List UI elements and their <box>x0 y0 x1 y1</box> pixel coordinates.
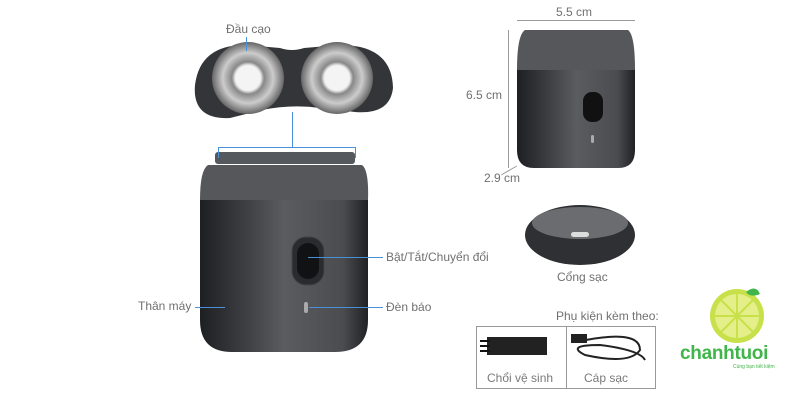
cable-image <box>571 334 646 361</box>
indicator-callout-line <box>309 307 383 308</box>
dimension-height: 6.5 cm <box>466 88 503 102</box>
button-callout-line <box>308 257 383 258</box>
bottom-view-image <box>525 205 635 265</box>
accessory-brush-label: Chổi vệ sinh <box>487 371 554 385</box>
width-dimension-line <box>517 20 635 21</box>
accessory-cable-label: Cáp sạc <box>584 371 629 385</box>
label-indicator: Đèn báo <box>386 300 432 314</box>
brand-slogan: Cùng bạn tiết kiệm <box>733 364 775 370</box>
label-port: Cổng sạc <box>557 270 608 284</box>
height-dimension-line <box>508 30 509 168</box>
dimension-shaver-image <box>517 30 635 168</box>
head-link-line <box>292 112 293 147</box>
head-callout-line <box>246 37 247 51</box>
label-head: Đầu cạo <box>226 22 271 36</box>
body-callout-line <box>195 307 225 308</box>
shaving-head-image <box>194 42 393 119</box>
accessories-title: Phụ kiện kèm theo: <box>556 309 659 323</box>
accessories-divider <box>566 327 567 388</box>
head-bracket <box>218 147 356 158</box>
dimension-width: 5.5 cm <box>556 5 593 19</box>
dimension-depth: 2.9 cm <box>484 171 521 185</box>
label-body: Thân máy <box>138 299 192 313</box>
lemon-logo-icon <box>710 288 764 343</box>
shaver-body-image <box>200 152 369 352</box>
label-button: Bật/Tắt/Chuyển đổi <box>386 250 489 264</box>
brand-logo-text: chanhtuoi <box>680 343 769 364</box>
accessories-box: Chổi vệ sinh Cáp sạc <box>476 326 656 389</box>
brush-image <box>480 337 547 355</box>
